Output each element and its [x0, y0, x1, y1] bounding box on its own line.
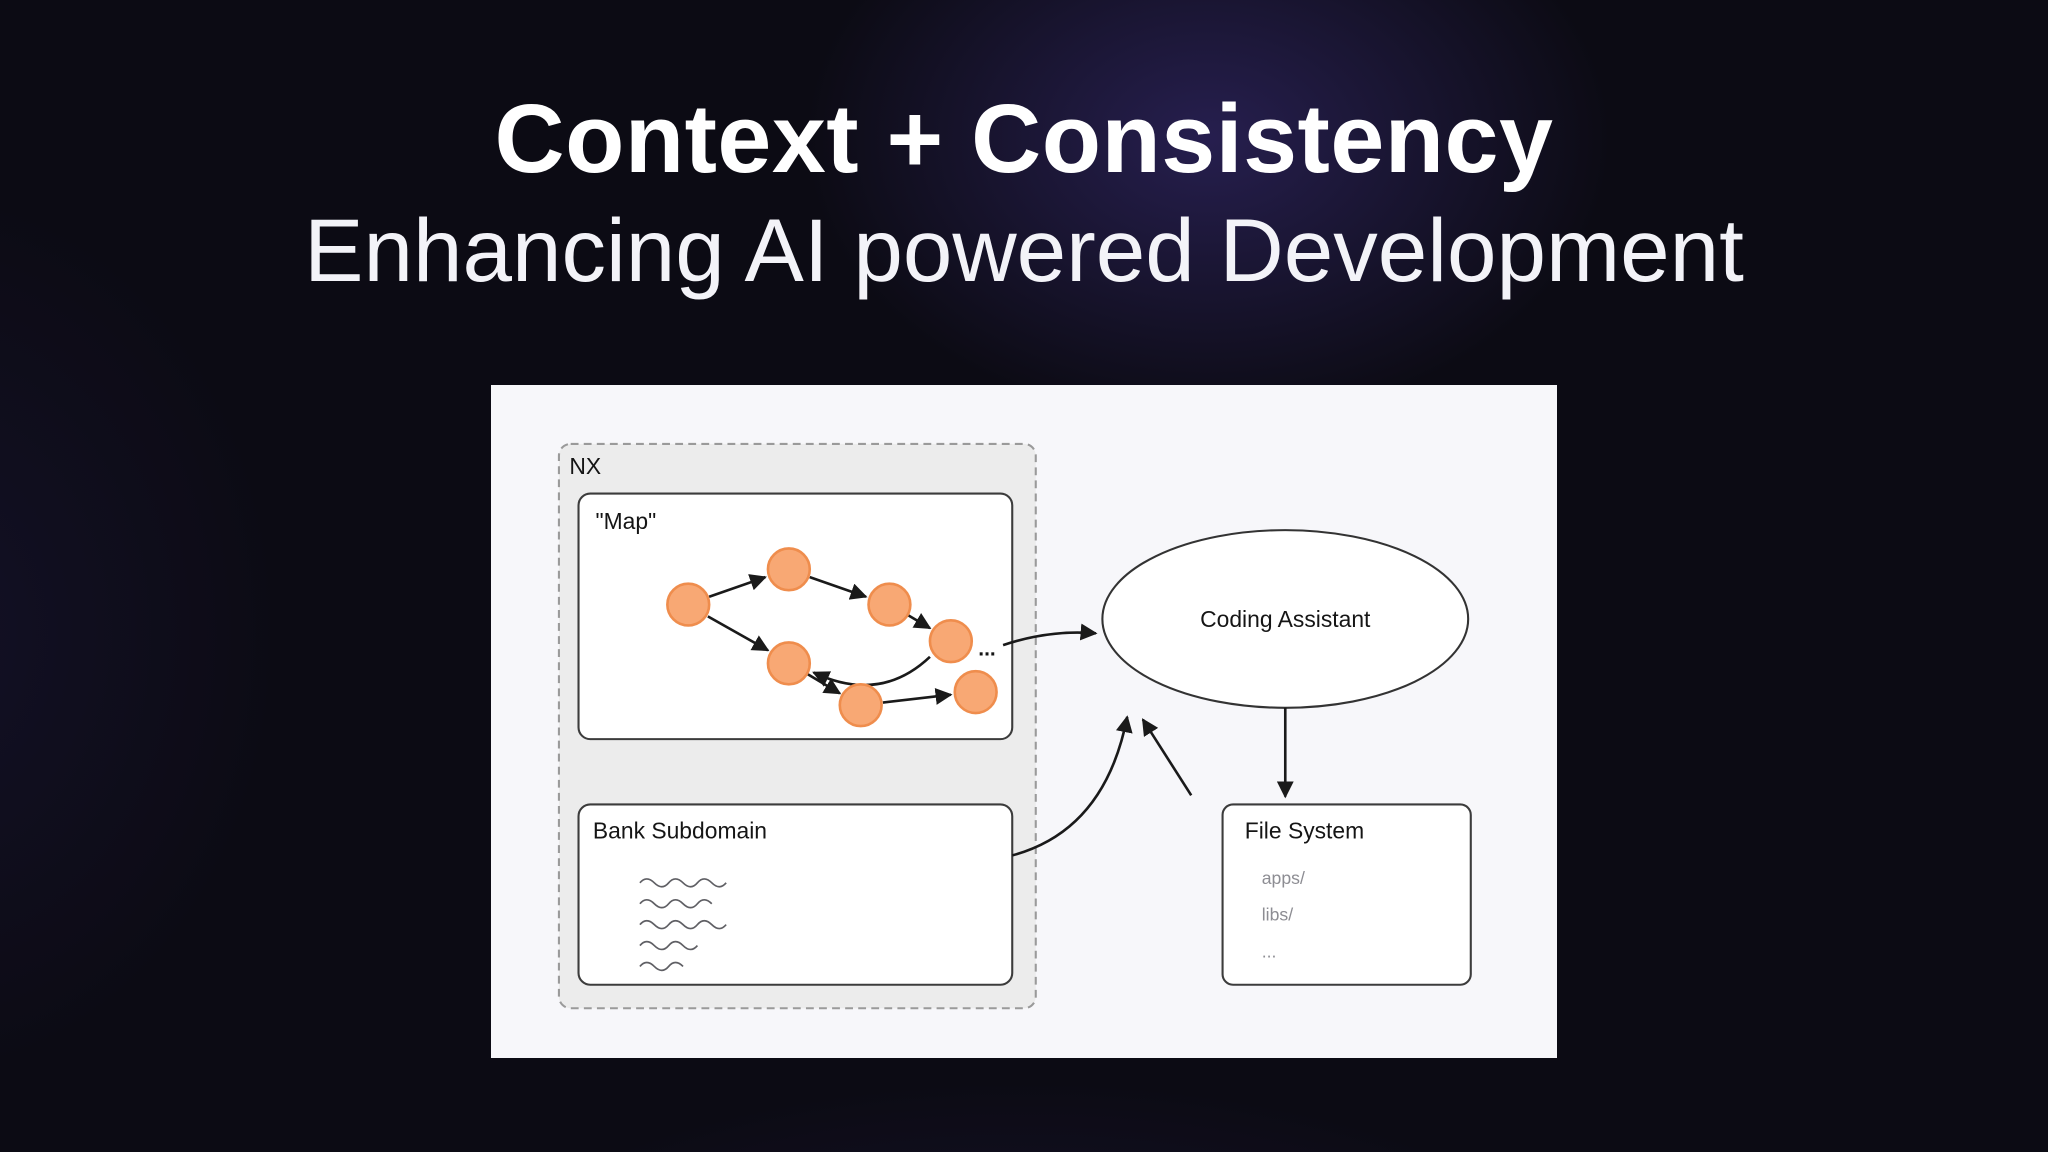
file-system-item: libs/ — [1262, 905, 1293, 925]
graph-edge — [882, 688, 953, 705]
coding-assistant-ellipse: Coding Assistant — [1101, 529, 1470, 709]
bank-subdomain-box: Bank Subdomain — [577, 803, 1014, 986]
graph-edge — [708, 574, 767, 598]
map-label: "Map" — [596, 508, 657, 534]
nx-label: NX — [569, 453, 601, 479]
diagram-panel: NX "Map" — [491, 385, 1557, 1058]
graph-node — [953, 669, 998, 715]
graph-node — [867, 582, 912, 627]
file-system-label: File System — [1245, 817, 1364, 843]
title-block: Context + Consistency Enhancing AI power… — [0, 84, 2048, 300]
arrow-filesystem-to-assistant — [1141, 718, 1193, 797]
graph-node — [838, 682, 883, 728]
architecture-diagram: NX "Map" — [557, 442, 1472, 1010]
file-system-item: apps/ — [1262, 868, 1305, 888]
bank-subdomain-label: Bank Subdomain — [593, 817, 767, 843]
graph-ellipsis: ... — [978, 638, 995, 661]
graph-node — [766, 641, 812, 686]
slide-title: Context + Consistency — [494, 84, 1554, 193]
arrow-map-to-assistant — [1002, 623, 1098, 647]
graph-node — [766, 547, 812, 592]
coding-assistant-label: Coding Assistant — [1200, 606, 1371, 632]
graph-edge — [809, 575, 868, 600]
node-graph — [707, 574, 953, 705]
map-box: "Map" — [577, 492, 1014, 741]
graph-edge — [806, 672, 842, 695]
file-system-item: ... — [1262, 941, 1277, 961]
arrow-bank-to-assistant — [1011, 715, 1133, 857]
file-system-box: File System apps/ libs/ ... — [1221, 803, 1472, 986]
squiggle-lines — [639, 878, 727, 972]
graph-node — [666, 582, 711, 627]
graph-nodes — [666, 547, 998, 728]
slide-subtitle: Enhancing AI powered Development — [304, 199, 1744, 300]
graph-node — [928, 618, 974, 664]
graph-edge — [707, 615, 770, 652]
graph-edge — [907, 613, 932, 630]
